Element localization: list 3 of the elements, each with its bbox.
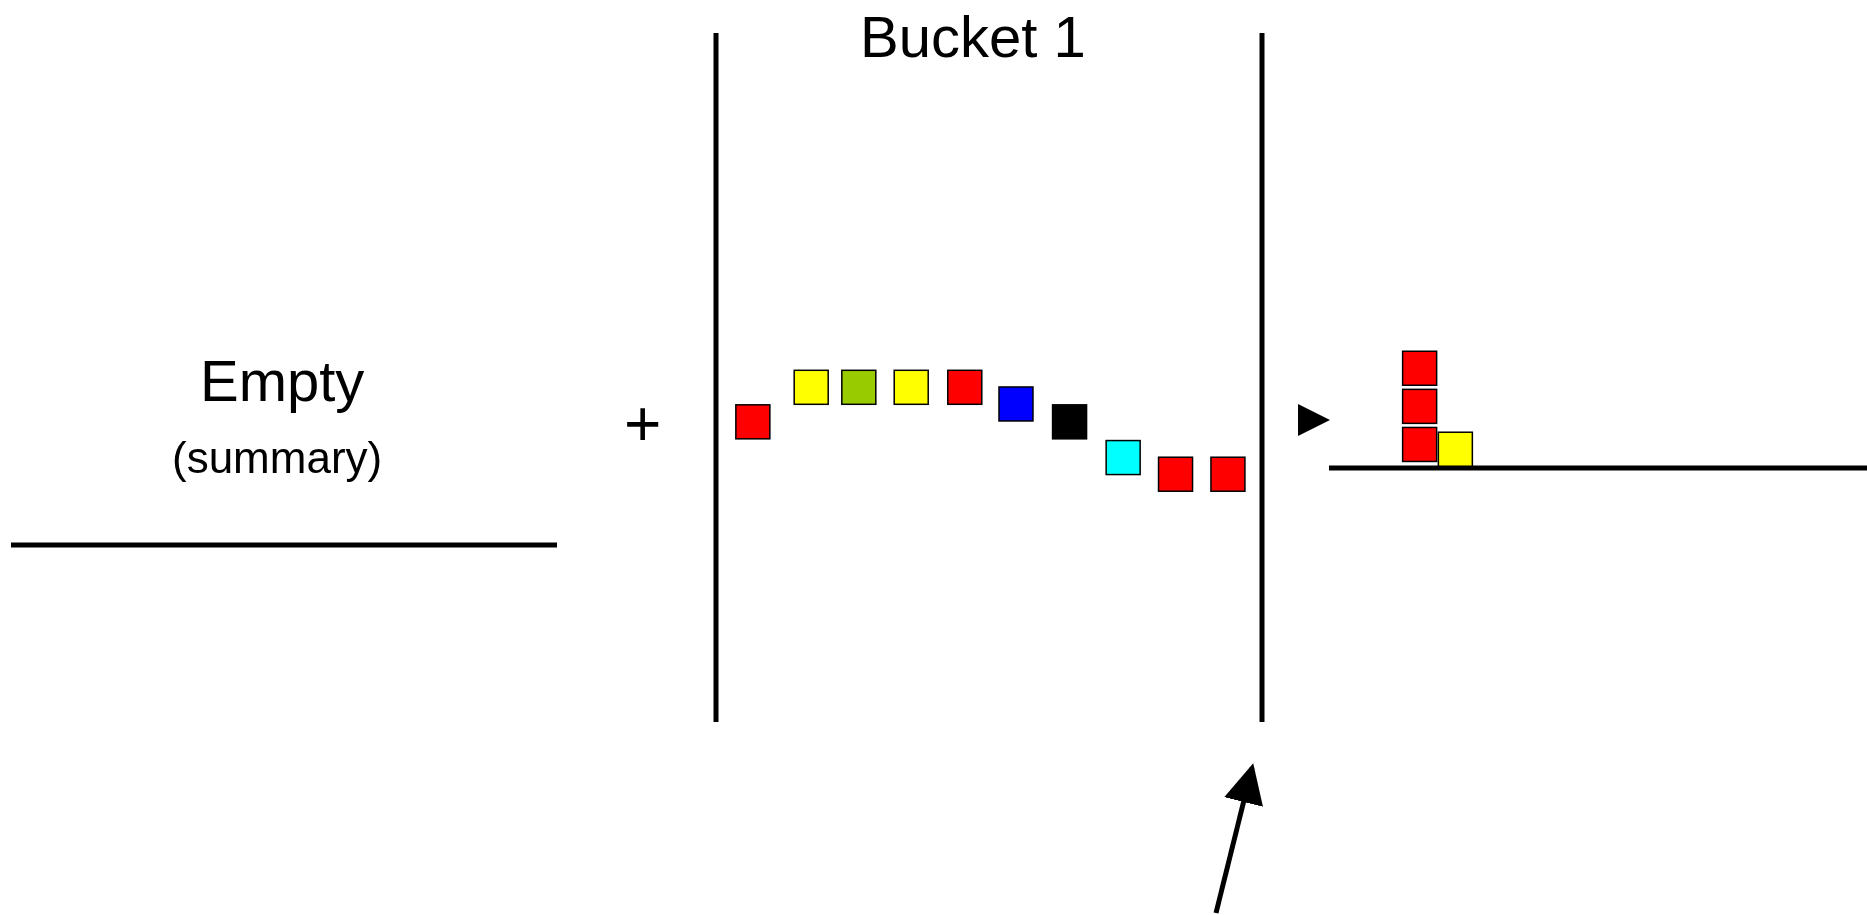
- title: Bucket 1: [860, 8, 1086, 66]
- label: (summary): [172, 436, 383, 480]
- plus-sign: +: [624, 392, 662, 456]
